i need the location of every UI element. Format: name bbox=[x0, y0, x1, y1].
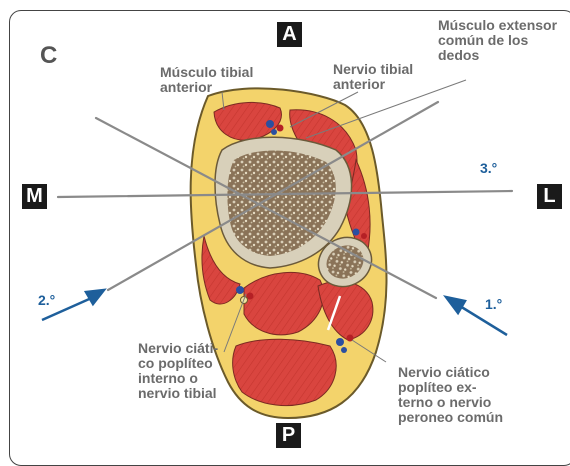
deep-peroneal-line-1: Nervio tibial bbox=[333, 62, 413, 77]
tibial-nerve-line-4: nervio tibial bbox=[138, 386, 218, 401]
deep-peroneal-line-2: anterior bbox=[333, 77, 413, 92]
panel-letter: C bbox=[40, 42, 57, 70]
common-peroneal-nerve-label: Nervio ciático poplíteo ex- terno o nerv… bbox=[398, 365, 503, 425]
needle-3-label: 3.° bbox=[480, 160, 497, 176]
tibialis-anterior-line-2: anterior bbox=[160, 80, 253, 95]
arrow-2-head bbox=[86, 290, 104, 304]
anterior-marker: A bbox=[277, 22, 302, 47]
tibial-nerve-line-1: Nervio ciáti- bbox=[138, 341, 218, 356]
common-peroneal-line-4: peroneo común bbox=[398, 410, 503, 425]
tibial-nerve-line-3: interno o bbox=[138, 371, 218, 386]
extensor-line-1: Músculo extensor bbox=[438, 18, 557, 33]
common-peroneal-line-2: poplíteo ex- bbox=[398, 380, 503, 395]
posterior-marker: P bbox=[276, 423, 301, 448]
needle-2-label: 2.° bbox=[38, 292, 55, 308]
tibial-nerve-line-2: co poplíteo bbox=[138, 356, 218, 371]
common-peroneal-line-3: terno o nervio bbox=[398, 395, 503, 410]
extensor-line-2: común de los bbox=[438, 33, 557, 48]
arrow-1-head bbox=[446, 297, 465, 313]
medial-marker: M bbox=[22, 184, 47, 209]
tibial-nerve-label: Nervio ciáti- co poplíteo interno o nerv… bbox=[138, 341, 218, 401]
common-peroneal-line-1: Nervio ciático bbox=[398, 365, 503, 380]
needle-1-label: 1.° bbox=[485, 296, 502, 312]
deep-peroneal-nerve-label: Nervio tibial anterior bbox=[333, 62, 413, 92]
lateral-marker: L bbox=[537, 184, 562, 209]
soleus-muscle bbox=[233, 339, 337, 405]
extensor-line-3: dedos bbox=[438, 48, 557, 63]
extensor-digitorum-label: Músculo extensor común de los dedos bbox=[438, 18, 557, 63]
tibialis-anterior-line-1: Músculo tibial bbox=[160, 65, 253, 80]
tibialis-anterior-label: Músculo tibial anterior bbox=[160, 65, 253, 95]
